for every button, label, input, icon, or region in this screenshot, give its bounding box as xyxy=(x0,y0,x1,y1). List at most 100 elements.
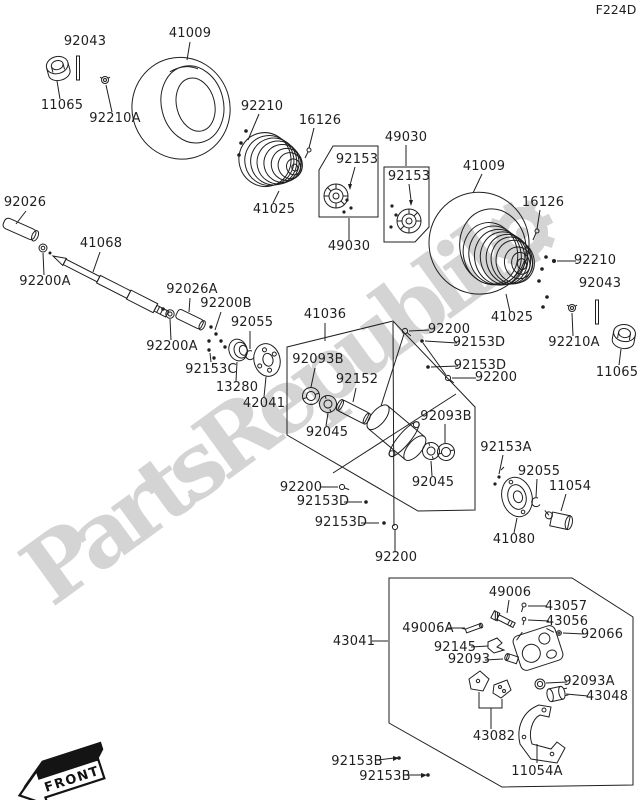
part-label-axle_41068: 41068 xyxy=(80,236,122,251)
bolt-92200-2 xyxy=(444,374,455,384)
part-label-hub_92200_2: 92200 xyxy=(475,370,517,385)
screw-43056 xyxy=(521,616,527,626)
right-rim-drawing xyxy=(462,222,535,286)
pads-43082 xyxy=(468,670,512,699)
part-label-rbox_49030: 49030 xyxy=(385,130,427,145)
axle-washer-92200A-1 xyxy=(38,243,52,255)
part-label-r_92043: 92043 xyxy=(579,276,621,291)
part-label-brake_49006: 49006 xyxy=(489,585,531,600)
brake-box-43041 xyxy=(388,577,634,788)
part-label-bl_92153B_2: 92153B xyxy=(359,769,410,784)
part-label-brake_49006A: 49006A xyxy=(402,621,453,636)
right-joint-box xyxy=(383,166,430,243)
bolt-92200-3 xyxy=(338,483,350,491)
right-cotter-pin-drawing xyxy=(595,299,599,325)
part-label-l_16126: 16126 xyxy=(299,113,341,128)
callout-labels: 92043 41009 11065 92210A 92210 16126 41025 9215… xyxy=(4,26,638,784)
part-label-hub_92045_L: 92045 xyxy=(306,425,348,440)
part-label-hub_92045_R: 92045 xyxy=(412,475,454,490)
right-cap-nut-drawing xyxy=(611,323,636,350)
part-label-axle_92200B: 92200B xyxy=(200,296,251,311)
part-label-hub_92153D_1: 92153D xyxy=(453,335,506,350)
part-label-tl_92043: 92043 xyxy=(64,34,106,49)
part-label-brake_43056: 43056 xyxy=(546,614,588,629)
part-label-hub_92055: 92055 xyxy=(518,464,560,479)
part-label-l_92210: 92210 xyxy=(241,99,283,114)
grommet-92093A xyxy=(534,678,546,690)
part-label-hub_92153D_2: 92153D xyxy=(454,358,507,373)
part-label-r_16126: 16126 xyxy=(522,195,564,210)
part-label-tl_92210A: 92210A xyxy=(89,111,140,126)
part-label-hub_41080: 41080 xyxy=(493,532,535,547)
left-rim-bolt-dots xyxy=(237,129,248,157)
part-label-hub_92152: 92152 xyxy=(336,372,378,387)
right-rim-bolt-dots xyxy=(537,255,556,309)
part-label-axle_92026A: 92026A xyxy=(166,282,217,297)
brake-caliper-drawing xyxy=(512,625,564,671)
part-label-l_41025: 41025 xyxy=(253,202,295,217)
part-label-brake_43048: 43048 xyxy=(586,689,628,704)
left-rim-drawing xyxy=(238,132,303,188)
bolt-92153B-2 xyxy=(426,773,430,777)
snap-ring-92055-right xyxy=(531,497,541,508)
part-label-hub_11054: 11054 xyxy=(549,479,591,494)
snap-ring-92055-axle xyxy=(245,350,255,361)
part-label-hub_92153D_3: 92153D xyxy=(297,494,350,509)
clamp-92145 xyxy=(487,637,506,654)
flange-41080 xyxy=(501,476,533,518)
part-label-brake_92093A: 92093A xyxy=(563,674,614,689)
left-wheel-nut-drawing xyxy=(99,76,111,84)
left-cap-nut-drawing xyxy=(45,55,71,82)
washer-dots-92153D xyxy=(364,339,430,525)
part-label-r_92210A: 92210A xyxy=(548,335,599,350)
diagram-code: F224D xyxy=(596,2,637,17)
part-label-axle_92055: 92055 xyxy=(231,315,273,330)
part-label-brake_43082: 43082 xyxy=(473,729,515,744)
right-wheel-nut-drawing xyxy=(566,304,578,312)
bearing-13280 xyxy=(228,338,248,362)
part-label-lbox_49030: 49030 xyxy=(328,239,370,254)
part-label-axle_92153C: 92153C xyxy=(185,362,237,377)
seal-92093B-left xyxy=(302,387,320,405)
part-label-r_11065: 11065 xyxy=(596,365,638,380)
axle-hardware-dots xyxy=(207,325,227,360)
part-label-hub_92153A: 92153A xyxy=(480,440,531,455)
part-label-brake_11054A: 11054A xyxy=(511,764,562,779)
front-arrow: FRONT xyxy=(17,741,106,800)
part-label-axle_92200A_1: 92200A xyxy=(19,274,70,289)
part-label-hub_92093B_L: 92093B xyxy=(292,352,343,367)
bolt-92200-top xyxy=(401,327,412,337)
pin-49006A xyxy=(461,622,484,634)
part-label-hub_92200_3: 92200 xyxy=(280,480,322,495)
part-label-r_92210: 92210 xyxy=(574,253,616,268)
front-arrow-body xyxy=(17,757,106,800)
seal-92093B-right xyxy=(437,443,455,461)
part-label-brake_92066: 92066 xyxy=(581,627,623,642)
part-label-bl_92153B_1: 92153B xyxy=(331,754,382,769)
part-label-hub_41036: 41036 xyxy=(304,307,346,322)
hub-pipe-drawing xyxy=(366,404,427,461)
breather-11054 xyxy=(544,510,574,531)
part-label-tl_41009: 41009 xyxy=(169,26,211,41)
left-cotter-pin-drawing xyxy=(76,55,80,81)
axle-sleeve-92026 xyxy=(2,217,40,242)
bracket-11054A xyxy=(518,704,566,764)
axle-sleeve-92026A xyxy=(175,309,206,331)
plug-43048 xyxy=(546,685,569,703)
part-label-brake_43041: 43041 xyxy=(333,634,375,649)
bolt-49006 xyxy=(490,610,516,629)
part-label-r_41025: 41025 xyxy=(491,310,533,325)
part-label-axle_13280: 13280 xyxy=(216,380,258,395)
part-label-hub_92153D_4: 92153D xyxy=(315,515,368,530)
part-label-brake_92093: 92093 xyxy=(448,652,490,667)
axle-washer-92200A-2 xyxy=(161,307,175,319)
left-valve-drawing xyxy=(304,147,312,159)
part-label-axle_92200A_2: 92200A xyxy=(146,339,197,354)
coupling-42041 xyxy=(253,343,281,377)
screw-dots-92153A xyxy=(493,466,505,486)
part-label-axle_42041: 42041 xyxy=(243,396,285,411)
screw-43057 xyxy=(521,602,527,613)
part-label-brake_43057: 43057 xyxy=(545,599,587,614)
part-label-lbox_92153: 92153 xyxy=(336,152,378,167)
